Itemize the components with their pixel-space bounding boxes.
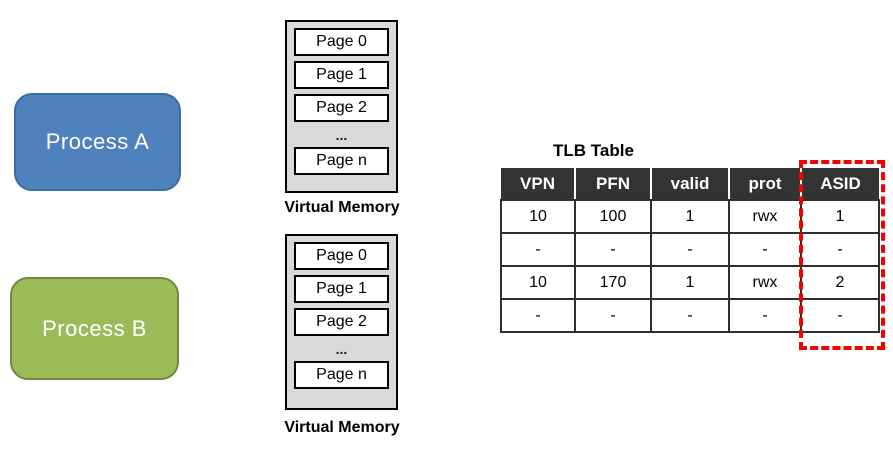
tlb-cell: 10	[500, 265, 576, 300]
tlb-cell: 10	[500, 199, 576, 234]
tlb-col-header-valid: valid	[650, 168, 729, 201]
tlb-row: - - - - -	[500, 298, 880, 333]
tlb-col-header-prot: prot	[728, 168, 801, 201]
tlb-cell: -	[800, 298, 880, 333]
tlb-cell: -	[574, 232, 652, 267]
pages-ellipsis: ...	[335, 126, 348, 143]
page-box: Page 0	[294, 242, 389, 270]
tlb-cell: 1	[800, 199, 880, 234]
page-box: Page 1	[294, 275, 389, 303]
tlb-cell: -	[500, 232, 576, 267]
tlb-cell: -	[800, 232, 880, 267]
tlb-cell: 100	[574, 199, 652, 234]
tlb-cell: 170	[574, 265, 652, 300]
tlb-row: 10 100 1 rwx 1	[500, 199, 880, 234]
tlb-col-header-asid: ASID	[800, 168, 879, 201]
tlb-cell: 1	[650, 199, 730, 234]
pages-ellipsis: ...	[335, 340, 348, 357]
page-box: Page 2	[294, 94, 389, 122]
virtual-memory-stack-b: Page 0 Page 1 Page 2 ... Page n	[285, 234, 398, 410]
page-box: Page 1	[294, 61, 389, 89]
tlb-cell: 1	[650, 265, 730, 300]
tlb-cell: -	[650, 298, 730, 333]
tlb-cell: rwx	[728, 199, 802, 234]
tlb-cell: -	[574, 298, 652, 333]
tlb-table: VPN PFN valid prot ASID 10 100 1 rwx 1 -…	[500, 168, 880, 333]
tlb-cell: -	[728, 232, 802, 267]
tlb-row: 10 170 1 rwx 2	[500, 265, 880, 300]
tlb-row: - - - - -	[500, 232, 880, 267]
tlb-cell: -	[728, 298, 802, 333]
tlb-cell: 2	[800, 265, 880, 300]
tlb-cell: -	[500, 298, 576, 333]
process-b-label: Process B	[42, 315, 147, 341]
tlb-col-header-pfn: PFN	[574, 168, 651, 201]
page-box: Page 2	[294, 308, 389, 336]
page-box: Page 0	[294, 28, 389, 56]
virtual-memory-caption-b: Virtual Memory	[284, 419, 400, 436]
page-box: Page n	[294, 147, 389, 175]
tlb-cell: -	[650, 232, 730, 267]
page-box: Page n	[294, 361, 389, 389]
tlb-table-title: TLB Table	[553, 141, 634, 160]
tlb-cell: rwx	[728, 265, 802, 300]
process-a-label: Process A	[45, 129, 150, 154]
process-b-box: Process B	[10, 277, 179, 380]
virtual-memory-caption-a: Virtual Memory	[284, 199, 400, 216]
tlb-header-row: VPN PFN valid prot ASID	[501, 168, 879, 201]
virtual-memory-stack-a: Page 0 Page 1 Page 2 ... Page n	[285, 20, 398, 193]
process-a-box: Process A	[14, 93, 181, 191]
tlb-col-header-vpn: VPN	[501, 168, 575, 201]
